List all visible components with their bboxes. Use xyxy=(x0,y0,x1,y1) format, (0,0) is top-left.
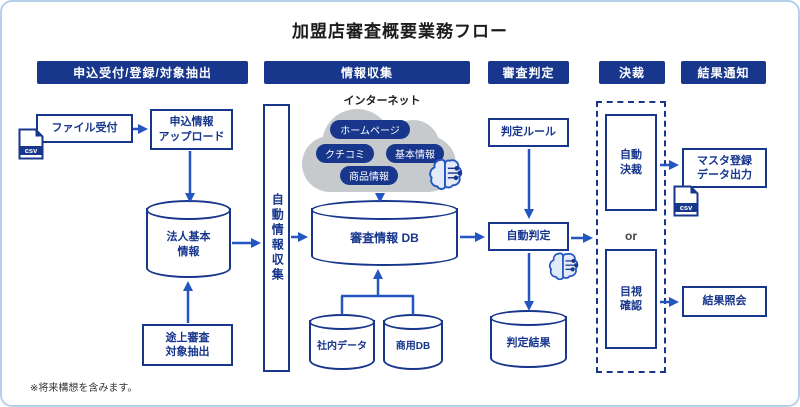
commercial-db-label: 商用DB xyxy=(395,341,431,352)
internal-data-cylinder: 社内データ xyxy=(309,314,375,370)
corporate-db-label: 法人基本 情報 xyxy=(166,231,211,258)
csv-label: csv xyxy=(680,203,693,212)
ai-brain-icon xyxy=(429,158,463,190)
ongoing-extract-box: 途上審査 対象抽出 xyxy=(142,324,233,366)
internal-data-label: 社内データ xyxy=(317,341,367,352)
cloud-tag-product-info: 商品情報 xyxy=(340,166,398,185)
rule-box: 判定ルール xyxy=(488,118,569,147)
auto-collect-box: 自動情報収集 xyxy=(263,104,290,372)
cloud-tag-basic-info: 基本情報 xyxy=(386,144,444,163)
ai-brain-icon xyxy=(548,252,579,281)
approval-group-frame xyxy=(596,101,666,373)
screening-db-cylinder: 審査情報 DB xyxy=(311,200,458,266)
csv-label: csv xyxy=(25,146,38,155)
footnote: ※将来構想を含みます。 xyxy=(30,383,138,394)
judge-result-label: 判定結果 xyxy=(506,337,551,350)
result-inquiry-box: 結果照会 xyxy=(682,286,767,317)
judge-result-cylinder: 判定結果 xyxy=(490,310,567,368)
lane-header-collection: 情報収集 xyxy=(264,61,470,84)
cloud-tag-homepage: ホームページ xyxy=(330,120,410,139)
upload-box: 申込情報 アップロード xyxy=(150,109,233,150)
cloud-tag-reviews: クチコミ xyxy=(316,144,374,163)
page-title: 加盟店審査概要業務フロー xyxy=(292,22,508,41)
lane-header-judgement: 審査判定 xyxy=(488,61,569,84)
or-label: or xyxy=(625,229,637,243)
lane-header-application: 申込受付/登録/対象抽出 xyxy=(37,61,248,84)
screening-db-label: 審査情報 DB xyxy=(350,230,419,245)
csv-file-icon: csv xyxy=(18,128,44,160)
auto-judge-box: 自動判定 xyxy=(488,222,569,251)
lane-header-notification: 結果通知 xyxy=(681,61,766,84)
internet-label: インターネット xyxy=(343,95,421,107)
corporate-db-cylinder: 法人基本 情報 xyxy=(146,200,231,278)
visual-check-box: 目視 確認 xyxy=(605,249,657,349)
csv-file-icon: csv xyxy=(673,185,699,217)
commercial-db-cylinder: 商用DB xyxy=(383,314,443,370)
master-output-box: マスタ登録 データ出力 xyxy=(682,148,767,188)
file-receive-box: ファイル受付 xyxy=(36,114,133,143)
auto-approve-box: 自動 決裁 xyxy=(605,114,657,211)
lane-header-approval: 決裁 xyxy=(599,61,665,84)
